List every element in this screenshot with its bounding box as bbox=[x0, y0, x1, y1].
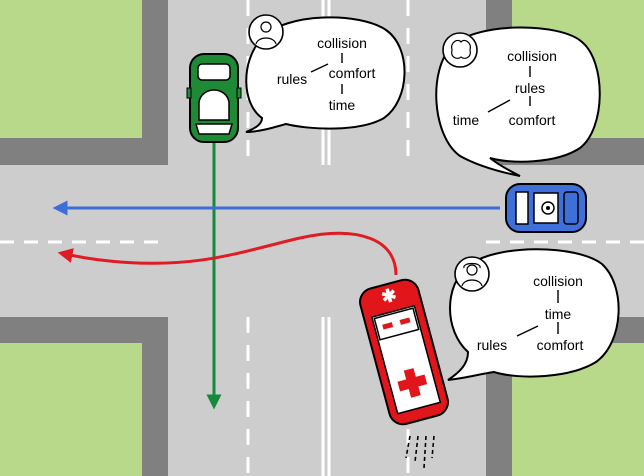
bubble-blue-comfort: comfort bbox=[509, 112, 556, 128]
thought-bubble-blue-car: collision rules time comfort bbox=[435, 26, 601, 177]
grass-block-top-left bbox=[0, 0, 168, 165]
bubble-ambulance-collision: collision bbox=[533, 273, 583, 289]
bubble-blue-collision: collision bbox=[507, 48, 557, 64]
bubble-ambulance-time: time bbox=[545, 306, 572, 322]
bubble-ambulance-rules: rules bbox=[477, 337, 507, 353]
ambulance-trajectory-arrow bbox=[57, 231, 398, 276]
thought-bubble-green-car: collision rules comfort time bbox=[245, 14, 406, 133]
female-avatar-icon bbox=[454, 256, 490, 292]
bubble-green-comfort: comfort bbox=[329, 65, 376, 81]
bubble-green-rules: rules bbox=[277, 71, 307, 87]
bubble-ambulance-comfort: comfort bbox=[537, 337, 584, 353]
green-car bbox=[186, 53, 242, 143]
grass-block-bottom-left bbox=[0, 317, 168, 476]
bubble-green-collision: collision bbox=[317, 35, 367, 51]
bubble-green-time: time bbox=[329, 97, 356, 113]
blue-car bbox=[505, 183, 587, 233]
ambulance-siren-lines bbox=[405, 435, 435, 469]
ai-brain-icon bbox=[442, 32, 478, 68]
bubble-blue-time: time bbox=[453, 112, 480, 128]
ambulance-star-icon: ✱ bbox=[379, 284, 399, 307]
bubble-blue-rules: rules bbox=[515, 80, 545, 96]
thought-bubble-ambulance: collision time rules comfort bbox=[447, 248, 620, 381]
ambulance: ✱ bbox=[359, 278, 449, 426]
